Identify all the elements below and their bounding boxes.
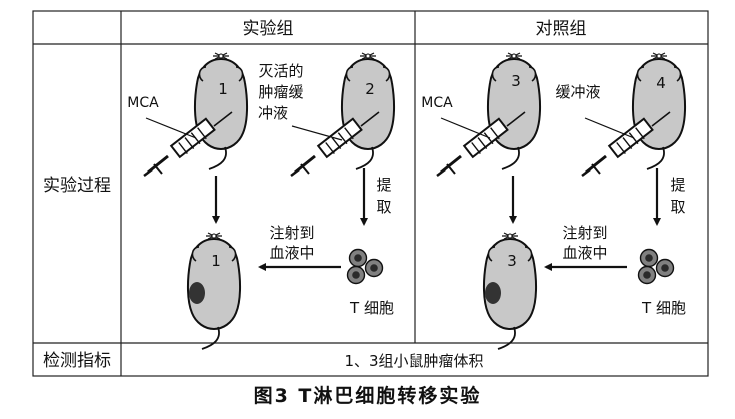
mouse-1-number: 1 (218, 80, 228, 98)
inactivated-label-line2: 肿瘤缓 (258, 83, 303, 101)
tumor-1 (189, 282, 205, 304)
header-control: 对照组 (536, 19, 587, 39)
extract-label-2b: 取 (670, 198, 685, 216)
recipient-3-number: 3 (507, 252, 517, 270)
buffer-pointer-1 (291, 125, 343, 141)
inject-label-1b: 血液中 (269, 244, 314, 262)
indicator-value: 1、3组小鼠肿瘤体积 (344, 352, 483, 370)
extract-label-1a: 提 (376, 176, 391, 194)
mouse-3 (486, 52, 542, 170)
inject-label-2a: 注射到 (562, 224, 607, 242)
table-grid (32, 10, 709, 377)
mouse-2-number: 2 (365, 80, 375, 98)
row-label-indicator: 检测指标 (43, 351, 111, 371)
inject-label-1a: 注射到 (269, 224, 314, 242)
buffer-label: 缓冲液 (555, 83, 600, 101)
mca-pointer-2 (440, 117, 491, 139)
header-experiment: 实验组 (243, 19, 294, 39)
inactivated-label-line3: 冲液 (258, 104, 288, 122)
recipient-1-number: 1 (211, 252, 221, 270)
mouse-2 (340, 52, 396, 170)
mca-label-1: MCA (127, 95, 159, 111)
row-label-process: 实验过程 (43, 176, 111, 196)
tcell-cluster-1 (346, 248, 384, 285)
inactivated-label-line1: 灭活的 (258, 62, 303, 80)
buffer-pointer-2 (584, 117, 635, 139)
mouse-1 (193, 52, 249, 170)
mouse-4 (631, 52, 687, 170)
mca-label-2: MCA (421, 95, 453, 111)
mouse-3-number: 3 (511, 72, 521, 90)
extract-label-2a: 提 (670, 176, 685, 194)
tcell-label-2: T 细胞 (641, 299, 686, 317)
mca-pointer-1 (145, 117, 197, 139)
tcell-label-1: T 细胞 (349, 299, 394, 317)
inject-label-2b: 血液中 (562, 244, 607, 262)
tcell-cluster-2 (637, 248, 675, 285)
mouse-4-number: 4 (656, 74, 666, 92)
figure-caption: 图3 T淋巴细胞转移实验 (253, 385, 482, 407)
tumor-3 (485, 282, 501, 304)
extract-label-1b: 取 (376, 198, 391, 216)
